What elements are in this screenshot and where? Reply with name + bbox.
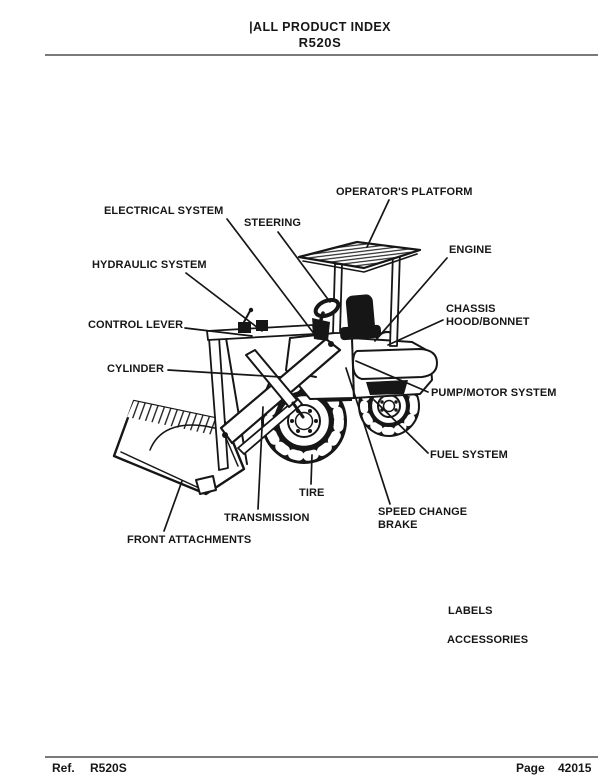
part-label-cylinder: CYLINDER <box>107 363 165 375</box>
part-label-speed-change-brake: SPEED CHANGE BRAKE <box>378 506 468 531</box>
leader-pump-motor-system <box>355 360 429 393</box>
part-label-labels: LABELS <box>448 605 493 617</box>
page-label: Page <box>516 761 545 775</box>
leader-steering <box>277 231 331 303</box>
seat <box>339 294 382 341</box>
part-label-control-lever: CONTROL LEVER <box>88 319 184 331</box>
leader-engine <box>374 257 448 342</box>
leader-electrical-system <box>226 218 319 340</box>
part-label-chassis-hood-bonnet: CHASSIS HOOD/BONNET <box>446 303 530 328</box>
leader-fuel-system <box>373 399 429 454</box>
part-label-steering: STEERING <box>244 217 302 229</box>
loader-arm-assembly <box>206 307 342 471</box>
page-title: |ALL PRODUCT INDEX <box>249 20 391 34</box>
bucket <box>112 399 246 496</box>
leader-chassis-hood-bonnet <box>387 319 444 346</box>
leader-tire <box>310 454 313 485</box>
header-rule <box>45 54 598 56</box>
part-label-hydraulic-system: HYDRAULIC SYSTEM <box>92 259 207 271</box>
part-label-engine: ENGINE <box>449 244 492 256</box>
part-label-electrical-system: ELECTRICAL SYSTEM <box>104 205 224 217</box>
part-label-transmission: TRANSMISSION <box>224 512 310 524</box>
leader-transmission <box>257 406 264 510</box>
part-label-tire: TIRE <box>299 487 325 499</box>
part-label-fuel-system: FUEL SYSTEM <box>430 449 508 461</box>
leader-control-lever <box>184 327 253 337</box>
page-header: |ALL PRODUCT INDEX R520S <box>20 20 600 50</box>
model-title: R520S <box>298 35 342 50</box>
canopy <box>297 240 422 347</box>
leader-operators-platform <box>366 199 390 248</box>
steering-wheel <box>312 297 341 341</box>
part-label-front-attachments: FRONT ATTACHMENTS <box>127 534 252 546</box>
part-label-pump-motor-system: PUMP/MOTOR SYSTEM <box>431 387 557 399</box>
machine-drawing <box>112 240 438 496</box>
leader-hydraulic-system <box>185 272 263 332</box>
footer-rule <box>45 756 598 758</box>
page-number: 42015 <box>558 761 592 775</box>
leader-speed-change-brake <box>345 367 391 505</box>
part-label-operators-platform: OPERATOR'S PLATFORM <box>336 186 473 198</box>
leader-lines <box>163 199 448 532</box>
leader-cylinder <box>167 369 282 378</box>
leader-front-attachments <box>163 480 183 532</box>
ref-value: R520S <box>90 761 127 775</box>
ref-label: Ref. <box>52 761 75 775</box>
part-label-accessories: ACCESSORIES <box>447 634 529 646</box>
